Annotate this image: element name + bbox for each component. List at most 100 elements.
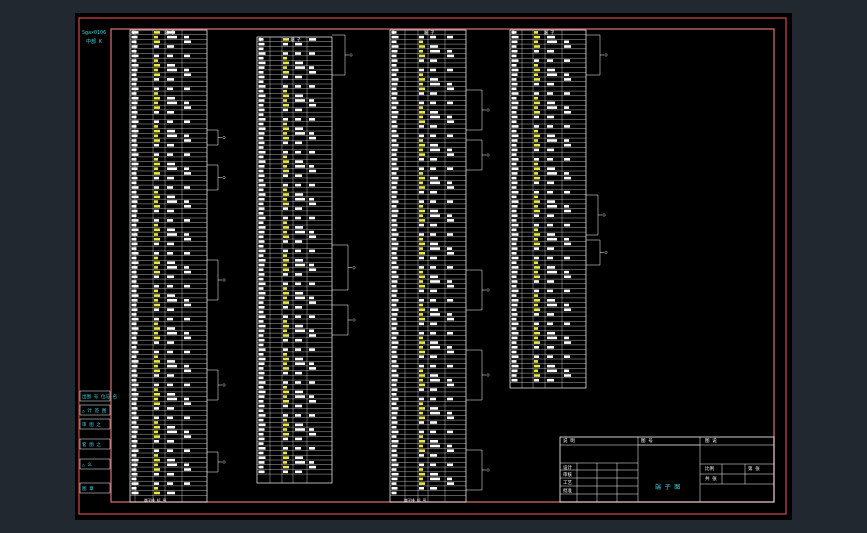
row-text xyxy=(167,430,177,434)
row-text xyxy=(184,139,191,142)
row-text xyxy=(283,174,288,177)
row-text xyxy=(430,214,440,217)
row-text xyxy=(131,148,137,152)
row-text xyxy=(131,313,137,316)
row-text xyxy=(258,165,265,168)
row-text xyxy=(131,266,138,269)
row-text xyxy=(391,82,398,86)
title-block-cell: 图 号 xyxy=(641,438,653,444)
row-text xyxy=(154,425,160,429)
row-text xyxy=(391,64,397,67)
row-text xyxy=(534,374,540,377)
row-text xyxy=(283,240,288,243)
row-text xyxy=(309,315,315,318)
row-text xyxy=(430,397,436,401)
row-text xyxy=(430,289,437,293)
row-text xyxy=(391,346,398,349)
row-text xyxy=(154,31,160,34)
row-text xyxy=(419,440,425,443)
row-text xyxy=(564,139,569,142)
row-text xyxy=(534,322,539,326)
row-text xyxy=(283,61,289,65)
row-text xyxy=(391,186,397,189)
row-text xyxy=(154,153,159,156)
row-text xyxy=(295,470,302,474)
row-text xyxy=(283,367,289,370)
row-text xyxy=(534,139,538,142)
row-text xyxy=(283,197,287,201)
row-text xyxy=(154,383,159,387)
row-text xyxy=(131,205,137,208)
row-text xyxy=(154,369,160,373)
row-text xyxy=(295,94,303,98)
row-text xyxy=(391,491,397,495)
row-text xyxy=(547,313,554,316)
row-text xyxy=(258,306,265,309)
row-text xyxy=(154,454,158,457)
row-text xyxy=(564,172,569,175)
row-text xyxy=(419,477,423,481)
row-text xyxy=(258,42,265,46)
row-text xyxy=(534,101,540,105)
row-text xyxy=(391,106,397,109)
row-text xyxy=(258,141,265,145)
row-text xyxy=(534,35,540,39)
row-text xyxy=(184,416,190,420)
title-block-cell: 比例 xyxy=(705,465,714,472)
strip-box xyxy=(79,404,111,416)
row-text xyxy=(430,454,437,457)
row-text xyxy=(511,233,519,236)
row-text xyxy=(391,73,397,76)
row-text xyxy=(184,284,190,288)
row-text xyxy=(430,59,437,62)
row-text xyxy=(564,289,570,293)
row-text xyxy=(511,186,517,189)
row-text xyxy=(154,388,158,391)
row-text xyxy=(131,167,138,170)
row-text xyxy=(258,94,266,98)
row-text xyxy=(511,261,517,264)
row-text xyxy=(511,78,517,81)
row-text xyxy=(391,125,398,128)
row-text xyxy=(295,259,303,262)
row-text xyxy=(154,463,158,467)
row-text xyxy=(391,421,398,424)
row-text xyxy=(283,226,289,229)
row-text xyxy=(547,289,553,293)
row-text xyxy=(167,350,173,354)
row-text xyxy=(309,202,316,206)
strip-box xyxy=(79,482,111,494)
row-text xyxy=(419,87,425,91)
row-text xyxy=(447,378,452,382)
row-text xyxy=(547,237,557,241)
row-text xyxy=(154,242,159,246)
row-text xyxy=(309,103,316,107)
row-text xyxy=(167,331,177,335)
row-text xyxy=(258,259,266,262)
row-text xyxy=(430,49,440,53)
row-text xyxy=(534,162,538,166)
row-text xyxy=(534,327,538,330)
row-text xyxy=(184,153,190,156)
row-text xyxy=(131,111,138,114)
table-title: 端 子 xyxy=(165,29,175,35)
row-text xyxy=(511,303,518,307)
row-text xyxy=(258,456,266,459)
row-text xyxy=(167,78,174,81)
row-text xyxy=(391,54,397,58)
row-text xyxy=(419,120,425,123)
row-text xyxy=(534,49,539,53)
row-text xyxy=(258,447,266,450)
row-text xyxy=(154,266,158,269)
row-text xyxy=(309,66,314,69)
row-text xyxy=(547,266,555,269)
row-text xyxy=(419,454,424,457)
row-text xyxy=(131,125,137,128)
row-text xyxy=(131,369,137,373)
row-text xyxy=(430,388,437,391)
row-text xyxy=(131,454,137,457)
row-text xyxy=(167,482,173,485)
row-text xyxy=(511,172,518,175)
row-text xyxy=(391,176,399,180)
row-text xyxy=(283,71,289,74)
